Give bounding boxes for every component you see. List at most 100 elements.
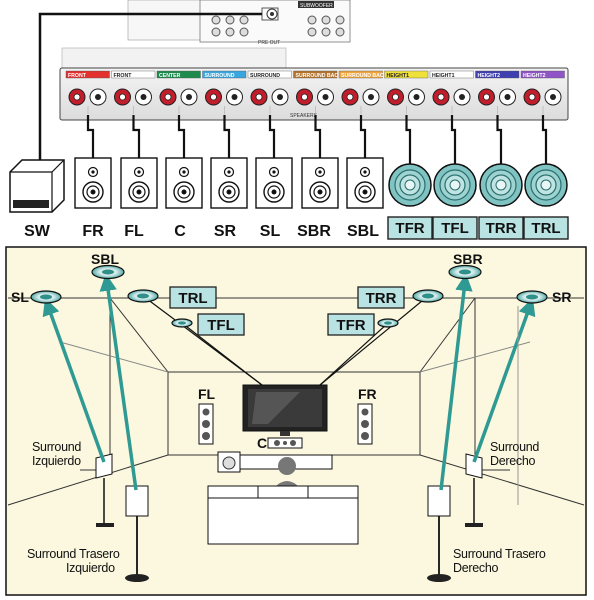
surround-left-speaker [95, 453, 114, 527]
trl-ceiling-speaker [127, 289, 159, 303]
speaker-terminal-strip: FRONT FRONT CENTER SURROUND SURROUND SURROUND… [65, 70, 565, 114]
top-label-sl: SL [260, 223, 281, 240]
channel-label-4: SURROUND [205, 73, 235, 79]
speakers-label: SPEAKERS [290, 113, 318, 119]
terminal-pair-1: FRONT [65, 70, 110, 114]
speaker-label-row: SW FR FL C SR SL SBR SBL [24, 223, 379, 240]
tfr-ceiling-speaker [377, 318, 399, 328]
height-tag-text-tfl: TFL [441, 220, 469, 237]
channel-label-10: HEIGHT2 [478, 73, 501, 79]
tag-trl: TRL [169, 286, 217, 309]
channel-label-11: HEIGHT2 [523, 73, 546, 79]
terminal-pair-10: HEIGHT2 [475, 70, 520, 114]
subwoofer-cable [38, 12, 262, 160]
ceiling-to-tv-lines [142, 295, 429, 386]
floor-speaker-2 [120, 157, 158, 209]
height-speaker-4 [524, 163, 568, 207]
channel-label-8: HEIGHT1 [387, 73, 410, 79]
room-subwoofer [217, 451, 241, 473]
surround-back-right-speaker [427, 485, 451, 582]
floor-speaker-3 [165, 157, 203, 209]
caption-back-left-2: Izquierdo [66, 561, 115, 575]
sr-ceiling-speaker [516, 290, 548, 304]
channel-label-9: HEIGHT1 [432, 73, 455, 79]
tfl-ceiling-speaker [171, 318, 193, 328]
wire-4 [223, 115, 231, 158]
wire-6 [314, 115, 322, 158]
television [242, 384, 328, 436]
height-tag-text-trr: TRR [486, 220, 517, 237]
terminal-pair-9: HEIGHT1 [429, 70, 474, 114]
sl-ceiling-speaker [30, 290, 62, 304]
tag-trl-text: TRL [178, 290, 207, 307]
tag-tfr-text: TFR [336, 317, 365, 334]
top-label-sw: SW [24, 223, 51, 240]
ceiling-speakers [30, 264, 548, 328]
tag-trr-text: TRR [366, 290, 397, 307]
channel-label-2: FRONT [114, 73, 133, 79]
height-tag-text-trl: TRL [531, 220, 560, 237]
height-speaker-1 [388, 163, 432, 207]
room-label-fl: FL [198, 386, 216, 402]
height-speaker-row [388, 163, 568, 207]
terminal-pair-7: SURROUND BACK [338, 70, 388, 114]
height-speaker-2 [433, 163, 477, 207]
tag-tfl-text: TFL [207, 317, 235, 334]
height-tag-text-tfr: TFR [395, 220, 424, 237]
channel-label-3: CENTER [159, 73, 181, 79]
terminal-pair-8: HEIGHT1 [384, 70, 429, 114]
tag-tfl: TFL [197, 313, 245, 336]
top-label-fr: FR [82, 223, 104, 240]
caption-back-right-2: Derecho [453, 561, 498, 575]
tag-tfr: TFR [327, 313, 375, 336]
room-label-fr: FR [358, 386, 377, 402]
height-wire-2 [450, 115, 457, 164]
preout-jacks [211, 7, 345, 37]
floor-speaker-1 [74, 157, 112, 209]
height-speaker-3 [479, 163, 523, 207]
top-label-c: C [174, 223, 186, 240]
sofa-with-listener [207, 457, 359, 545]
room-label-sl: SL [11, 289, 29, 305]
preout-label: PRE OUT [258, 40, 280, 46]
height-tag-trl: TRL [523, 216, 569, 240]
top-label-fl: FL [124, 223, 144, 240]
top-label-sbl: SBL [347, 223, 379, 240]
wire-2 [132, 115, 141, 158]
floor-speaker-5 [255, 157, 293, 209]
caption-surround-left-2: Izquierdo [32, 454, 81, 468]
dolby-reflection-arrows [42, 273, 536, 491]
wire-5 [268, 115, 276, 158]
front-right-tower [357, 403, 373, 445]
caption-back-left-1: Surround Trasero [27, 547, 120, 561]
caption-surround-left-1: Surround [32, 440, 81, 454]
terminal-pair-5: SURROUND [247, 70, 292, 114]
channel-label-6: SURROUND BACK [296, 73, 343, 79]
terminal-pair-3: CENTER [156, 70, 201, 114]
height-tag-trr: TRR [478, 216, 524, 240]
terminal-pair-6: SURROUND BACK [293, 70, 343, 114]
channel-label-5: SURROUND [250, 73, 280, 79]
terminal-pair-2: FRONT [111, 70, 156, 114]
wire-1 [86, 115, 95, 158]
caption-surround-right-1: Surround [490, 440, 539, 454]
terminal-pair-4: SURROUND [202, 70, 247, 114]
channel-label-1: FRONT [68, 73, 87, 79]
room-label-sbr: SBR [453, 251, 483, 267]
channel-label-7: SURROUND BACK [341, 73, 388, 79]
sbl-ceiling-speaker [91, 264, 125, 280]
wire-3 [177, 115, 186, 158]
height-label-row: TFR TFL TRR TRL [387, 216, 569, 240]
front-left-tower [198, 403, 214, 445]
tag-trr: TRR [357, 286, 405, 309]
trr-ceiling-speaker [412, 289, 444, 303]
floor-speaker-row [74, 157, 384, 209]
caption-back-right-1: Surround Trasero [453, 547, 546, 561]
room-label-c: C [257, 435, 267, 451]
height-tag-tfr: TFR [387, 216, 433, 240]
room-label-sr: SR [552, 289, 571, 305]
top-label-sbr: SBR [297, 223, 331, 240]
top-label-sr: SR [214, 223, 237, 240]
